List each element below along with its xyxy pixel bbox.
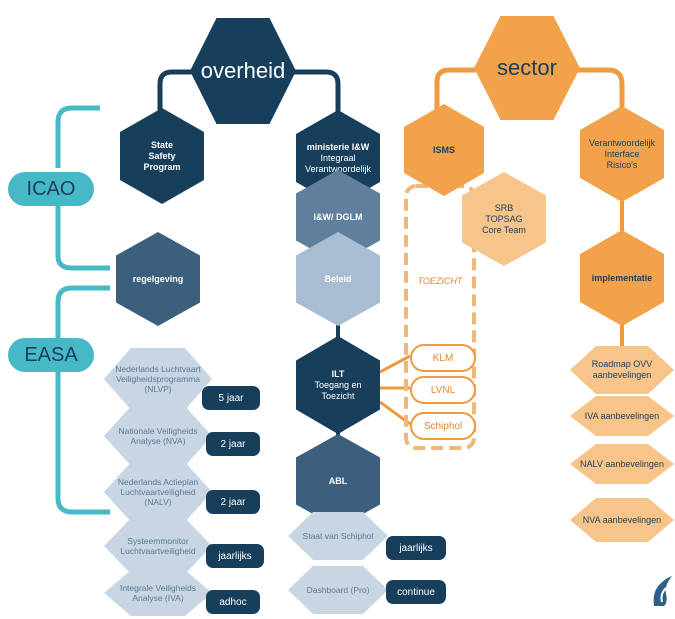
ministerie-sub-2: Verantwoordelijk bbox=[304, 163, 372, 174]
program-iva-tag: adhoc bbox=[206, 590, 260, 614]
program-nlvp-line-2: Veiligheidsprogramma bbox=[115, 374, 201, 384]
beleid-label: Beleid bbox=[324, 273, 352, 284]
staat-van-schiphol-tag: jaarlijks bbox=[386, 536, 446, 560]
ilt-hexagon: ILT Toegang en Toezicht bbox=[296, 336, 380, 434]
easa-pill: EASA bbox=[8, 338, 94, 372]
program-nva-line-2: Analyse (NVA) bbox=[130, 436, 186, 446]
program-nlvp-line-3: (NLVP) bbox=[144, 384, 172, 394]
program-iva-line-2: Analyse (IVA) bbox=[132, 593, 184, 603]
icao-label: ICAO bbox=[26, 177, 76, 200]
verant-line-3: Risico's bbox=[606, 159, 638, 170]
srb-line-3: Core Team bbox=[482, 224, 526, 235]
program-systeemmonitor-line-1: Systeemmonitor bbox=[127, 536, 189, 546]
ilt-line-3: Toezicht bbox=[321, 390, 355, 401]
isms-hexagon: ISMS bbox=[404, 104, 484, 196]
rec-nalv-label: NALV aanbevelingen bbox=[580, 458, 664, 469]
rec-roadmap-line-1: Roadmap OVV bbox=[591, 359, 653, 369]
logo-icon bbox=[653, 576, 672, 606]
program-nalv-line-1: Nederlands Actieplan bbox=[117, 477, 199, 487]
chip-schiphol-label: Schiphol bbox=[423, 420, 463, 432]
ministerie-sub-1: Integraal bbox=[320, 152, 356, 163]
verantwoordelijk-hexagon: Verantwoordelijk Interface Risico's bbox=[580, 106, 664, 202]
program-nalv-tag: 2 jaar bbox=[206, 490, 260, 514]
program-nva-line-1: Nationale Veiligheids bbox=[118, 426, 198, 436]
srb-line-1: SRB bbox=[494, 202, 514, 213]
abl-label: ABL bbox=[328, 475, 348, 486]
chip-lvnl-label: LVNL bbox=[430, 384, 456, 396]
ssp-line-2: Safety bbox=[148, 150, 176, 161]
srb-line-2: TOPSAG bbox=[485, 213, 523, 224]
rec-iva-label: IVA aanbevelingen bbox=[584, 410, 660, 421]
program-nalv-line-2: Luchtvaartveiligheid bbox=[120, 487, 196, 497]
program-iva-line-1: Integrale Veiligheids bbox=[119, 583, 197, 593]
ilt-line-2: Toegang en bbox=[314, 379, 362, 390]
program-systeemmonitor-tag: jaarlijks bbox=[206, 544, 264, 568]
dglm-label: I&W/ DGLM bbox=[313, 211, 363, 222]
implementatie-hexagon: implementatie bbox=[580, 230, 664, 326]
program-systeemmonitor-line-2: Luchtvaartveiligheid bbox=[120, 546, 196, 556]
program-nalv: Nederlands Actieplan Luchtvaartveilighei… bbox=[104, 462, 212, 522]
overheid-label: overheid bbox=[200, 58, 286, 83]
chip-lvnl: LVNL bbox=[410, 376, 476, 404]
srb-hexagon: SRB TOPSAG Core Team bbox=[462, 172, 546, 266]
verant-line-1: Verantwoordelijk bbox=[588, 137, 656, 148]
isms-label: ISMS bbox=[432, 144, 455, 155]
chip-klm: KLM bbox=[410, 344, 476, 372]
overheid-hexagon: overheid bbox=[190, 18, 296, 124]
ssp-line-3: Program bbox=[143, 161, 181, 172]
toezicht-label: TOEZICHT bbox=[417, 276, 463, 286]
icao-pill: ICAO bbox=[8, 172, 94, 206]
staat-van-schiphol-label: Staat van Schiphol bbox=[302, 531, 374, 541]
program-nva: Nationale Veiligheids Analyse (NVA) bbox=[104, 406, 212, 466]
dashboard-pro-label: Dashboard (Pro) bbox=[306, 585, 370, 595]
rec-nva-label: NVA aanbevelingen bbox=[582, 514, 662, 525]
program-nlvp-line-1: Nederlands Luchtvaart bbox=[115, 364, 201, 374]
verant-line-2: Interface bbox=[604, 148, 640, 159]
program-nlvp: Nederlands Luchtvaart Veiligheidsprogram… bbox=[104, 348, 212, 410]
program-nalv-line-3: (NALV) bbox=[144, 497, 172, 507]
ministerie-title: ministerie I&W bbox=[306, 141, 370, 152]
state-safety-program-hexagon: State Safety Program bbox=[120, 108, 204, 204]
easa-label: EASA bbox=[24, 343, 78, 366]
ssp-line-1: State bbox=[150, 139, 173, 150]
chip-schiphol: Schiphol bbox=[410, 412, 476, 440]
regelgeving-label: regelgeving bbox=[132, 273, 184, 284]
program-iva: Integrale Veiligheids Analyse (IVA) bbox=[104, 570, 212, 616]
program-nlvp-tag: 5 jaar bbox=[202, 386, 260, 410]
ilt-line-1: ILT bbox=[331, 368, 345, 379]
program-nva-tag: 2 jaar bbox=[206, 432, 260, 456]
sector-label: sector bbox=[497, 55, 557, 80]
rec-roadmap-line-2: aanbevelingen bbox=[592, 370, 652, 380]
dashboard-pro-tag: continue bbox=[386, 580, 446, 604]
chip-klm-label: KLM bbox=[432, 352, 454, 364]
implementatie-label: implementatie bbox=[591, 272, 653, 283]
